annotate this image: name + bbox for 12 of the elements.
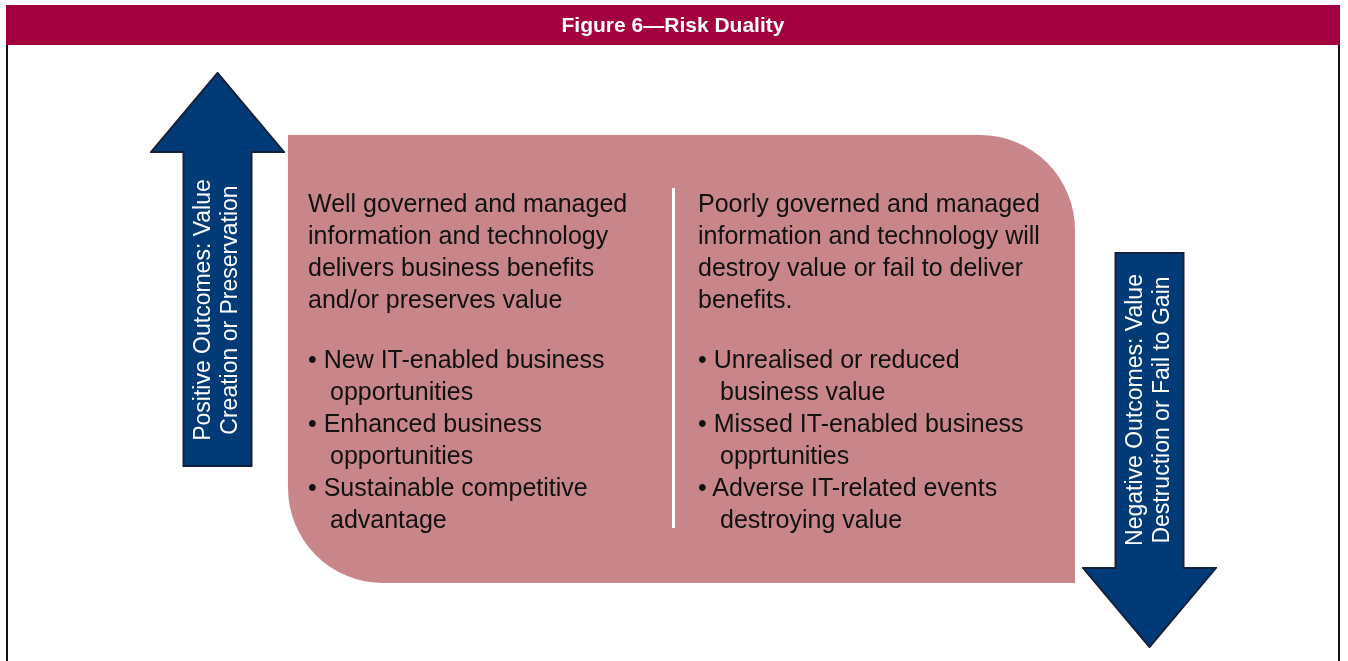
bullet-item: • Enhanced business opportunities <box>308 408 543 471</box>
column-heading: Well governed and managed information and technology delivers business benefits and/or preserves value <box>308 188 629 315</box>
bullet-item: • Sustainable competitive advantage <box>308 472 589 535</box>
bullet-item: • New IT-enabled business opportunities <box>308 344 606 407</box>
title-bar: Figure 6—Risk Duality <box>6 5 1340 45</box>
content-panel <box>288 135 1075 583</box>
bullet-item: • Unrealised or reduced business value <box>698 344 961 407</box>
column-heading: Poorly governed and managed information and technology will destroy value or fail to deliver benefits. <box>698 188 1041 315</box>
arrow-label: Negative Outcomes: Value Destruction or Fail to Gain <box>1120 273 1175 548</box>
bullet-item: • Adverse IT-related events destroying value <box>698 472 999 535</box>
arrow-label: Positive Outcomes: Value Creation or Preservation <box>188 177 243 443</box>
bullet-item: • Missed IT-enabled business opprtunities <box>698 408 1025 471</box>
